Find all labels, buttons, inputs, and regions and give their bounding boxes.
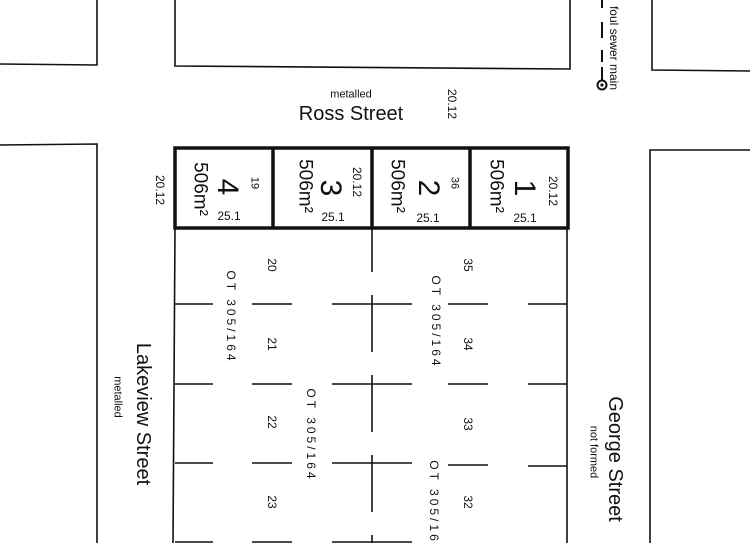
- lot-3-depth: 20.12: [350, 166, 364, 198]
- manhole-icon: [596, 79, 608, 91]
- sewer-label: foul sewer main: [607, 5, 621, 91]
- lot-2-old-ref: 36: [448, 176, 461, 190]
- parcel-32: 32: [461, 495, 475, 509]
- lot-1-frontage: 25.1: [513, 211, 537, 225]
- title-ref-right-upper: OT 305/164: [429, 275, 443, 369]
- block-top-right: [651, 0, 750, 72]
- lakeview-street-surface: metalled: [111, 376, 124, 418]
- title-ref-left: OT 305/164: [224, 270, 238, 364]
- lot-4-old-ref: 19: [248, 176, 261, 190]
- block-bottom-right: [649, 149, 750, 543]
- parcel-33: 33: [461, 417, 475, 431]
- lot-3-area: 506m²: [294, 159, 316, 213]
- lakeview-street-width: 20.12: [153, 174, 167, 206]
- old-parcel-lines: [175, 228, 567, 543]
- parcel-23: 23: [265, 495, 279, 509]
- parcel-22: 22: [265, 415, 279, 429]
- parcel-34: 34: [461, 337, 475, 351]
- lot-2-number: 2: [412, 179, 445, 197]
- lot-1-depth: 20.12: [546, 175, 560, 207]
- parcel-20: 20: [265, 258, 279, 272]
- parcel-21: 21: [265, 337, 279, 351]
- lot-3-frontage: 25.1: [321, 210, 345, 224]
- lakeview-street-name: Lakeview Street: [132, 342, 154, 486]
- lot-2-frontage: 25.1: [416, 211, 440, 225]
- lot-4-frontage: 25.1: [217, 209, 241, 223]
- lot-1-number: 1: [508, 179, 541, 197]
- lot-4-number: 4: [211, 178, 244, 196]
- lot-1-area: 506m²: [485, 159, 507, 213]
- george-street-name: George Street: [604, 396, 626, 522]
- ross-street-surface: metalled: [330, 88, 372, 101]
- lot-2-area: 506m²: [386, 159, 408, 213]
- ross-street-width: 20.12: [445, 88, 459, 120]
- title-ref-right-lower: OT 305/16: [427, 460, 441, 544]
- block-top-middle: [174, 0, 571, 70]
- ross-street-name: Ross Street: [298, 103, 404, 125]
- block-top-left: [0, 0, 98, 66]
- george-street-surface: not formed: [587, 425, 600, 479]
- lot-3-number: 3: [314, 179, 347, 197]
- block-bottom-left: [0, 143, 98, 543]
- parcel-35: 35: [461, 258, 475, 272]
- lot-4-area: 506m²: [189, 162, 211, 216]
- title-ref-middle: OT 305/164: [304, 388, 318, 482]
